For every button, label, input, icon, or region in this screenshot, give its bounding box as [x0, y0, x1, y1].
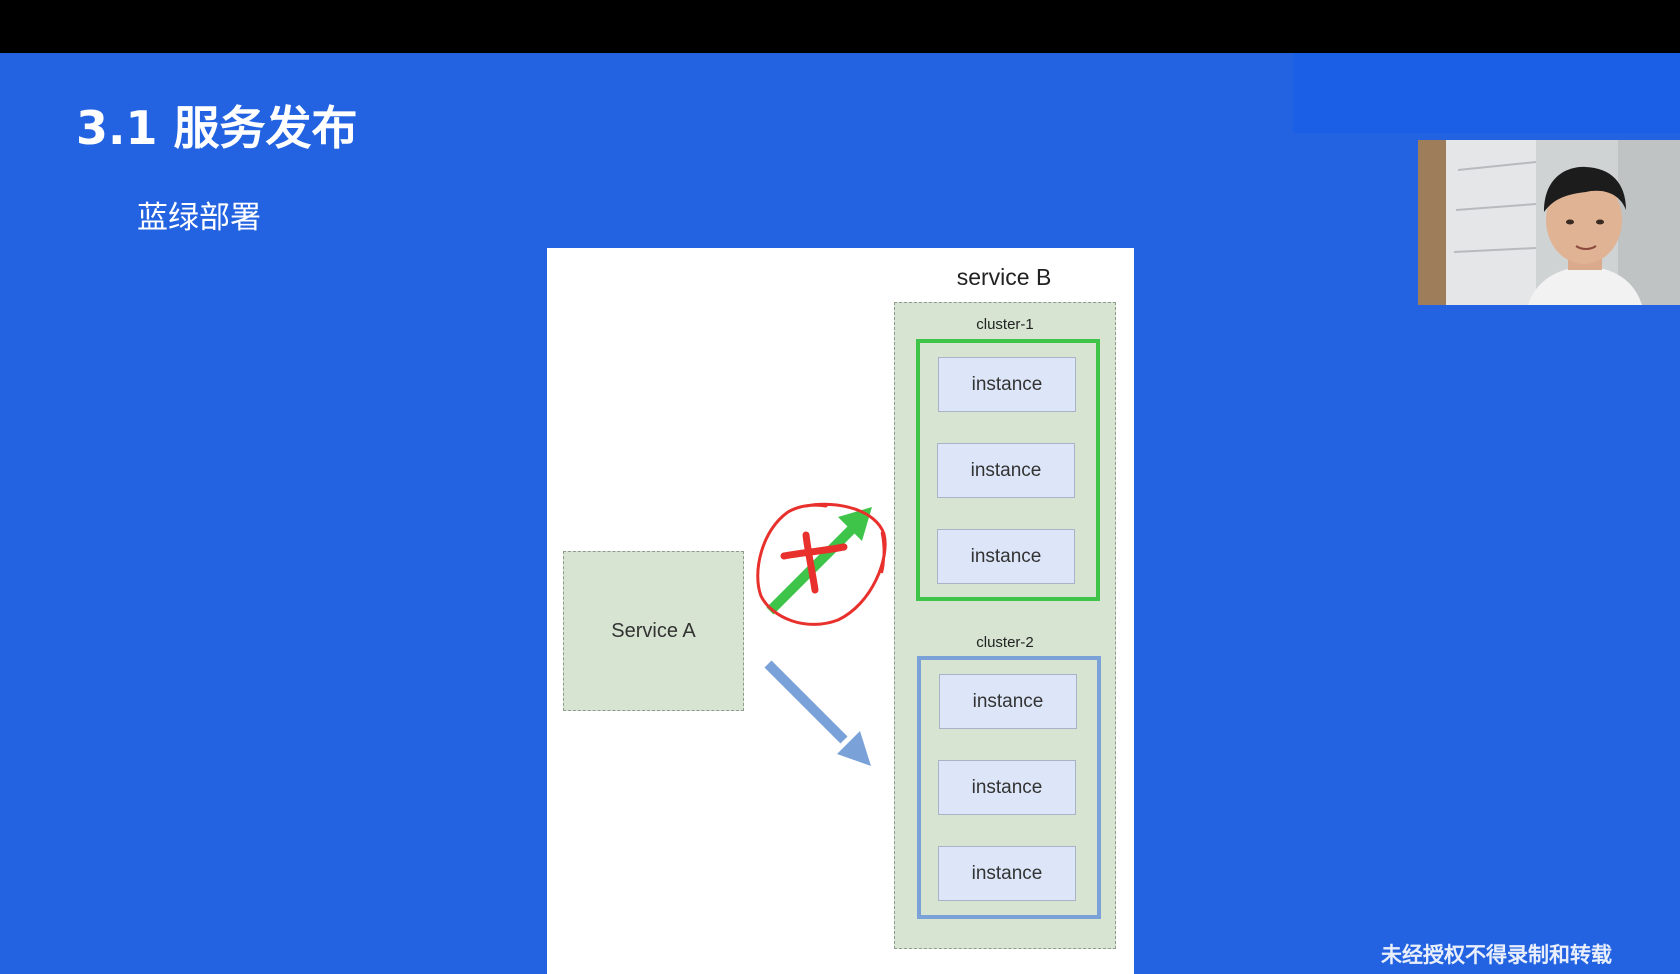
service-a-label: Service A	[611, 619, 696, 642]
instance-label: instance	[970, 545, 1042, 567]
instance-label: instance	[971, 862, 1043, 884]
cluster-1-instance-3: instance	[937, 529, 1075, 584]
copyright-watermark: 未经授权不得录制和转载	[1381, 943, 1612, 967]
cluster-1-instance-1: instance	[938, 357, 1076, 412]
service-a-box: Service A	[563, 551, 744, 711]
cluster-2-instance-1: instance	[939, 674, 1077, 729]
cluster-2-label: cluster-2	[976, 634, 1034, 651]
slide-subtitle: 蓝绿部署	[137, 200, 261, 236]
instance-label: instance	[971, 776, 1043, 798]
instance-label: instance	[971, 373, 1043, 395]
slide-title: 3.1 服务发布	[76, 101, 358, 155]
cluster-2-instance-3: instance	[938, 846, 1076, 901]
cluster-1-box	[916, 339, 1100, 601]
service-b-label: service B	[956, 264, 1052, 290]
instance-label: instance	[970, 459, 1042, 481]
instance-label: instance	[972, 690, 1044, 712]
top-right-band	[1293, 53, 1680, 133]
cluster-2-box	[917, 656, 1101, 919]
cluster-1-instance-2: instance	[937, 443, 1075, 498]
cluster-2-instance-2: instance	[938, 760, 1076, 815]
cluster-1-label: cluster-1	[976, 316, 1034, 333]
top-black-bar	[0, 0, 1680, 53]
presenter-webcam	[1418, 140, 1680, 305]
